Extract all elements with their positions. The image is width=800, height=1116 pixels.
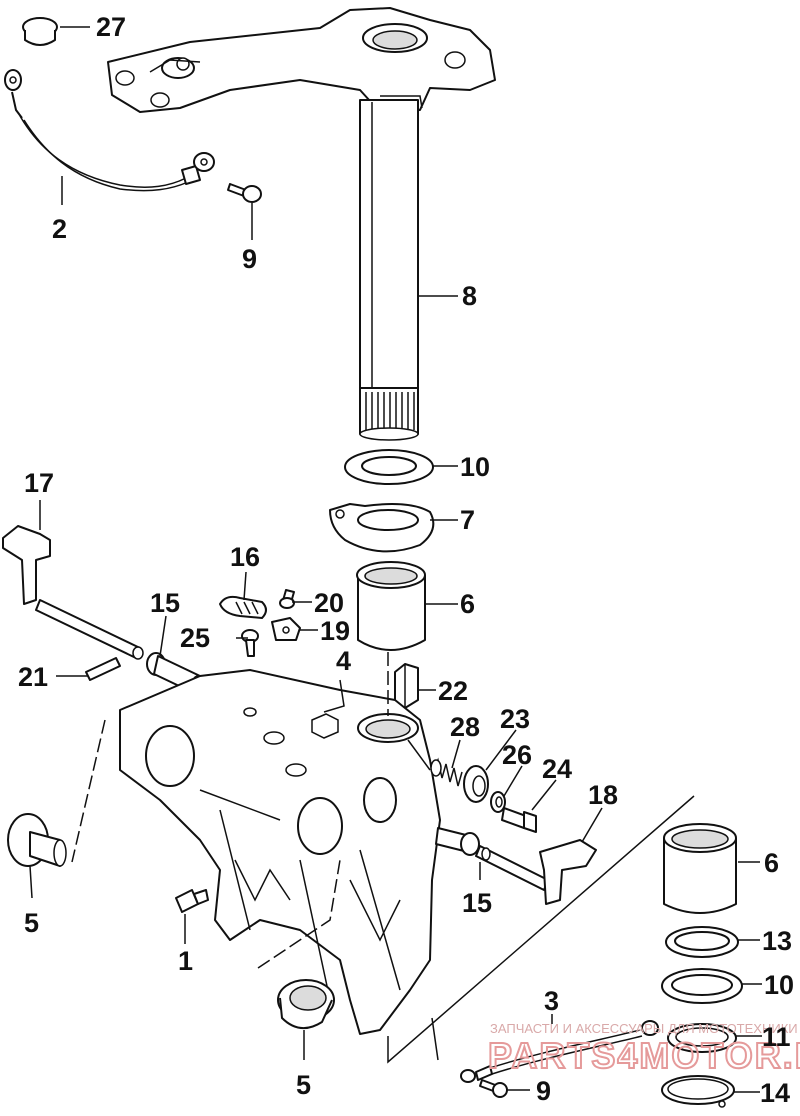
part-1-grease-fitting [175,889,209,913]
svg-text:PARTS4MOTOR.RU: PARTS4MOTOR.RU [488,1035,800,1076]
callout-15-right: 15 [462,888,492,918]
assembly-lines [71,652,695,1064]
callout-21: 21 [18,662,48,692]
callout-5-left: 5 [24,908,39,938]
part-13-ring [665,926,739,958]
callout-24: 24 [542,754,572,784]
part-27-plug [22,17,58,46]
callout-9-upper: 9 [242,244,257,274]
part-25-bolt [241,629,259,657]
callout-3: 3 [544,986,559,1016]
leader-lines [29,26,762,1093]
callout-17: 17 [24,468,54,498]
part-9-screw-lower [479,1079,508,1098]
callout-23: 23 [500,704,530,734]
part-8-steering-shaft [359,99,419,441]
callout-1: 1 [178,946,193,976]
swivel-arm-bracket [107,7,496,113]
watermark: ЗАПЧАСТИ И АКСЕССУАРЫ ДЛЯ МОТОТЕХНИКИ PA… [487,1021,800,1077]
callout-20: 20 [314,588,344,618]
callout-13: 13 [762,926,792,956]
part-28-spring [430,757,463,787]
callout-labels: 27 2 9 8 10 7 17 16 20 6 15 25 19 4 21 2… [18,12,794,1108]
part-18-tilt-lever [475,839,597,905]
part-22-pad [394,663,419,709]
part-20-bolt [279,589,295,609]
part-4-swivel-bracket [119,669,441,1035]
callout-25: 25 [180,623,210,653]
callout-14: 14 [760,1078,790,1108]
part-24-bolt [501,807,537,833]
part-5-bushing-lower [277,979,335,1029]
callout-26: 26 [502,740,532,770]
callout-6-lower: 6 [764,848,779,878]
callout-10-lower: 10 [764,970,794,1000]
callout-16: 16 [230,542,260,572]
part-6-bushing-upper [356,561,426,651]
callout-9-lower: 9 [536,1076,551,1106]
callout-28: 28 [450,712,480,742]
callout-22: 22 [438,676,468,706]
callout-11: 11 [762,1022,791,1052]
callout-8: 8 [462,281,477,311]
callout-27: 27 [96,12,126,42]
part-15-bushing-right [435,827,480,856]
callout-18: 18 [588,780,618,810]
callout-10-upper: 10 [460,452,490,482]
callout-4: 4 [336,646,351,676]
part-23-knob [463,765,489,803]
part-19-clip [271,617,301,641]
part-10-washer-upper [344,449,434,485]
callout-15-left: 15 [150,588,180,618]
part-10-washer-lower [661,968,743,1004]
part-2-ground-wire [4,69,215,192]
part-6-bushing-lower [663,823,737,914]
callout-19: 19 [320,616,350,646]
part-11-ring [667,1023,737,1053]
part-5-bushing-left [7,813,67,867]
part-14-circlip [661,1075,735,1108]
part-26-washer [490,791,506,813]
callout-2: 2 [52,214,67,244]
callout-7: 7 [460,505,475,535]
callout-5-lower: 5 [296,1070,311,1100]
svg-text:ЗАПЧАСТИ И АКСЕССУАРЫ ДЛЯ МОТО: ЗАПЧАСТИ И АКСЕССУАРЫ ДЛЯ МОТОТЕХНИКИ [490,1021,798,1036]
part-7-plate-washer [329,503,435,553]
part-21-pin [85,657,121,681]
callout-6-upper: 6 [460,589,475,619]
part-9-screw-upper [227,183,262,203]
part-17-tilt-lever [2,525,144,660]
part-16-spring-clip [219,595,267,619]
part-3-ground-wire [460,1020,659,1083]
